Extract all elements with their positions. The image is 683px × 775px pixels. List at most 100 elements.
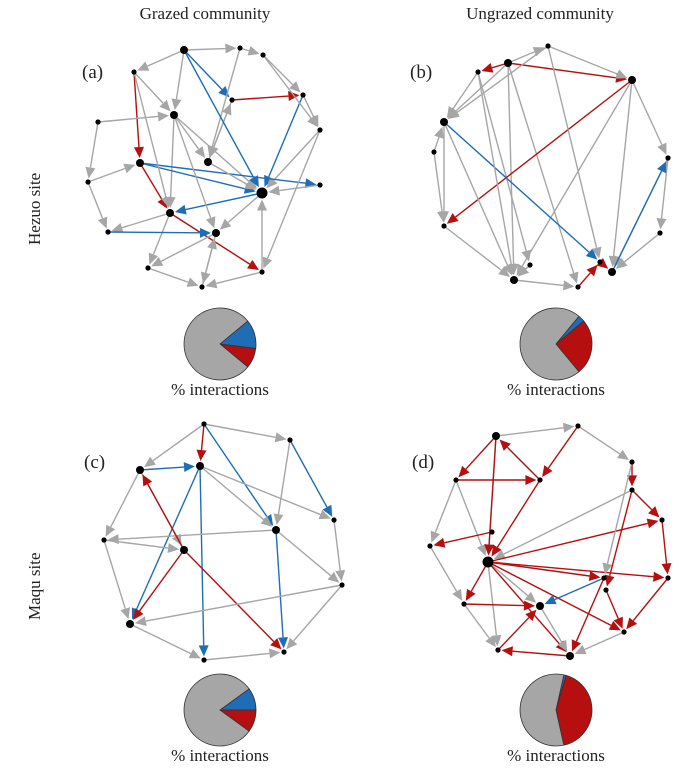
- edge-d-28: [584, 631, 625, 651]
- node-d-15: [621, 629, 627, 635]
- node-a-16: [212, 229, 220, 237]
- arrowhead-d-16: [524, 591, 537, 603]
- node-d-11: [665, 575, 671, 581]
- arrowhead-d-29: [525, 609, 537, 622]
- node-a-13: [317, 182, 323, 188]
- edge-d-17: [487, 561, 561, 645]
- arrowhead-a-40: [249, 175, 259, 188]
- edge-c-5: [289, 439, 328, 508]
- arrowhead-c-0: [144, 456, 156, 468]
- node-c-8: [339, 582, 345, 588]
- edge-a-2: [175, 49, 185, 100]
- arrowhead-a-35: [257, 199, 267, 211]
- edge-b-19: [433, 151, 443, 212]
- edge-b-29: [547, 45, 598, 248]
- column-header-grazed: Grazed community: [139, 4, 271, 23]
- node-d-12: [461, 601, 467, 607]
- edge-c-22: [147, 483, 185, 551]
- arrowhead-d-27: [501, 646, 513, 657]
- arrowhead-d-35: [484, 544, 495, 556]
- edge-c-11: [199, 465, 205, 646]
- node-a-14: [166, 209, 174, 217]
- node-d-3: [453, 477, 459, 483]
- arrowhead-d-0: [562, 422, 575, 433]
- edge-a-17: [87, 167, 126, 183]
- edge-d-26: [539, 605, 563, 643]
- pie-slice-neutral-d: [519, 673, 565, 747]
- arrowhead-a-2: [171, 98, 182, 111]
- arrowhead-a-4: [247, 45, 260, 56]
- node-b-9: [510, 276, 518, 284]
- edge-a-7: [133, 71, 140, 148]
- arrowhead-c-22: [142, 474, 153, 487]
- arrowhead-d-22: [544, 595, 557, 605]
- arrowhead-a-42: [262, 256, 273, 269]
- node-a-15: [105, 229, 111, 235]
- edge-b-17: [660, 157, 669, 219]
- arrowhead-c-13: [327, 571, 340, 583]
- panel-label-a: (a): [82, 62, 104, 83]
- arrowhead-c-4: [273, 513, 284, 526]
- node-c-11: [281, 649, 287, 655]
- arrowhead-b-6: [615, 69, 628, 79]
- edge-b-20: [443, 225, 502, 271]
- edge-a-19: [139, 162, 246, 190]
- arrowhead-a-28: [148, 252, 159, 265]
- edge-a-3: [183, 49, 223, 90]
- edge-b-24: [577, 272, 591, 288]
- node-b-13: [527, 262, 533, 268]
- edge-d-11: [444, 531, 493, 544]
- edge-c-20: [129, 623, 192, 655]
- edge-a-25: [227, 192, 263, 224]
- edge-b-10: [631, 79, 663, 146]
- edge-d-25: [463, 603, 490, 639]
- edge-c-6: [139, 466, 185, 471]
- node-c-10: [201, 657, 207, 663]
- arrowhead-a-6: [159, 99, 171, 112]
- arrowhead-a-37: [207, 145, 218, 158]
- edge-d-3: [577, 425, 621, 455]
- arrowhead-c-14: [278, 637, 289, 649]
- node-c-3: [196, 462, 204, 470]
- node-b-2: [475, 69, 481, 75]
- arrowhead-a-41: [207, 237, 217, 250]
- arrowhead-c-9: [260, 515, 273, 527]
- edge-a-11: [173, 114, 200, 150]
- edge-a-6: [133, 71, 164, 104]
- edge-b-6: [547, 45, 618, 75]
- arrowhead-a-1: [137, 61, 150, 71]
- nodes-layer: [85, 43, 671, 663]
- arrowhead-a-29: [247, 259, 259, 271]
- arrowhead-d-14: [653, 571, 665, 582]
- node-b-11: [608, 268, 616, 276]
- arrowhead-c-7: [105, 524, 116, 537]
- edge-d-33: [547, 425, 579, 469]
- edge-a-21: [139, 162, 163, 200]
- node-d-1: [575, 423, 581, 429]
- edge-a-41: [201, 248, 213, 288]
- edge-a-39: [173, 114, 212, 219]
- arrowhead-c-11: [198, 645, 209, 657]
- arrowhead-c-18: [335, 569, 346, 582]
- pie-label-d: % interactions: [507, 746, 605, 765]
- node-a-3: [131, 69, 137, 75]
- edge-d-12: [487, 522, 648, 563]
- edge-b-9: [477, 71, 527, 252]
- edge-b-13: [612, 79, 633, 257]
- edge-a-14: [268, 94, 304, 178]
- arrowhead-a-27: [111, 222, 124, 233]
- arrowhead-c-23: [167, 543, 180, 553]
- edge-a-29: [169, 212, 251, 265]
- node-d-5: [629, 487, 635, 493]
- arrowhead-c-16: [132, 608, 144, 620]
- arrowhead-b-27: [434, 126, 444, 139]
- edge-b-2: [507, 62, 617, 79]
- pie-slice-neutral-b: [519, 307, 580, 381]
- edge-a-20: [139, 162, 306, 184]
- arrowhead-a-33: [186, 277, 199, 287]
- edge-a-33: [147, 267, 189, 283]
- node-a-12: [256, 187, 268, 199]
- edge-b-11: [455, 79, 633, 218]
- pie-label-a: % interactions: [171, 380, 269, 399]
